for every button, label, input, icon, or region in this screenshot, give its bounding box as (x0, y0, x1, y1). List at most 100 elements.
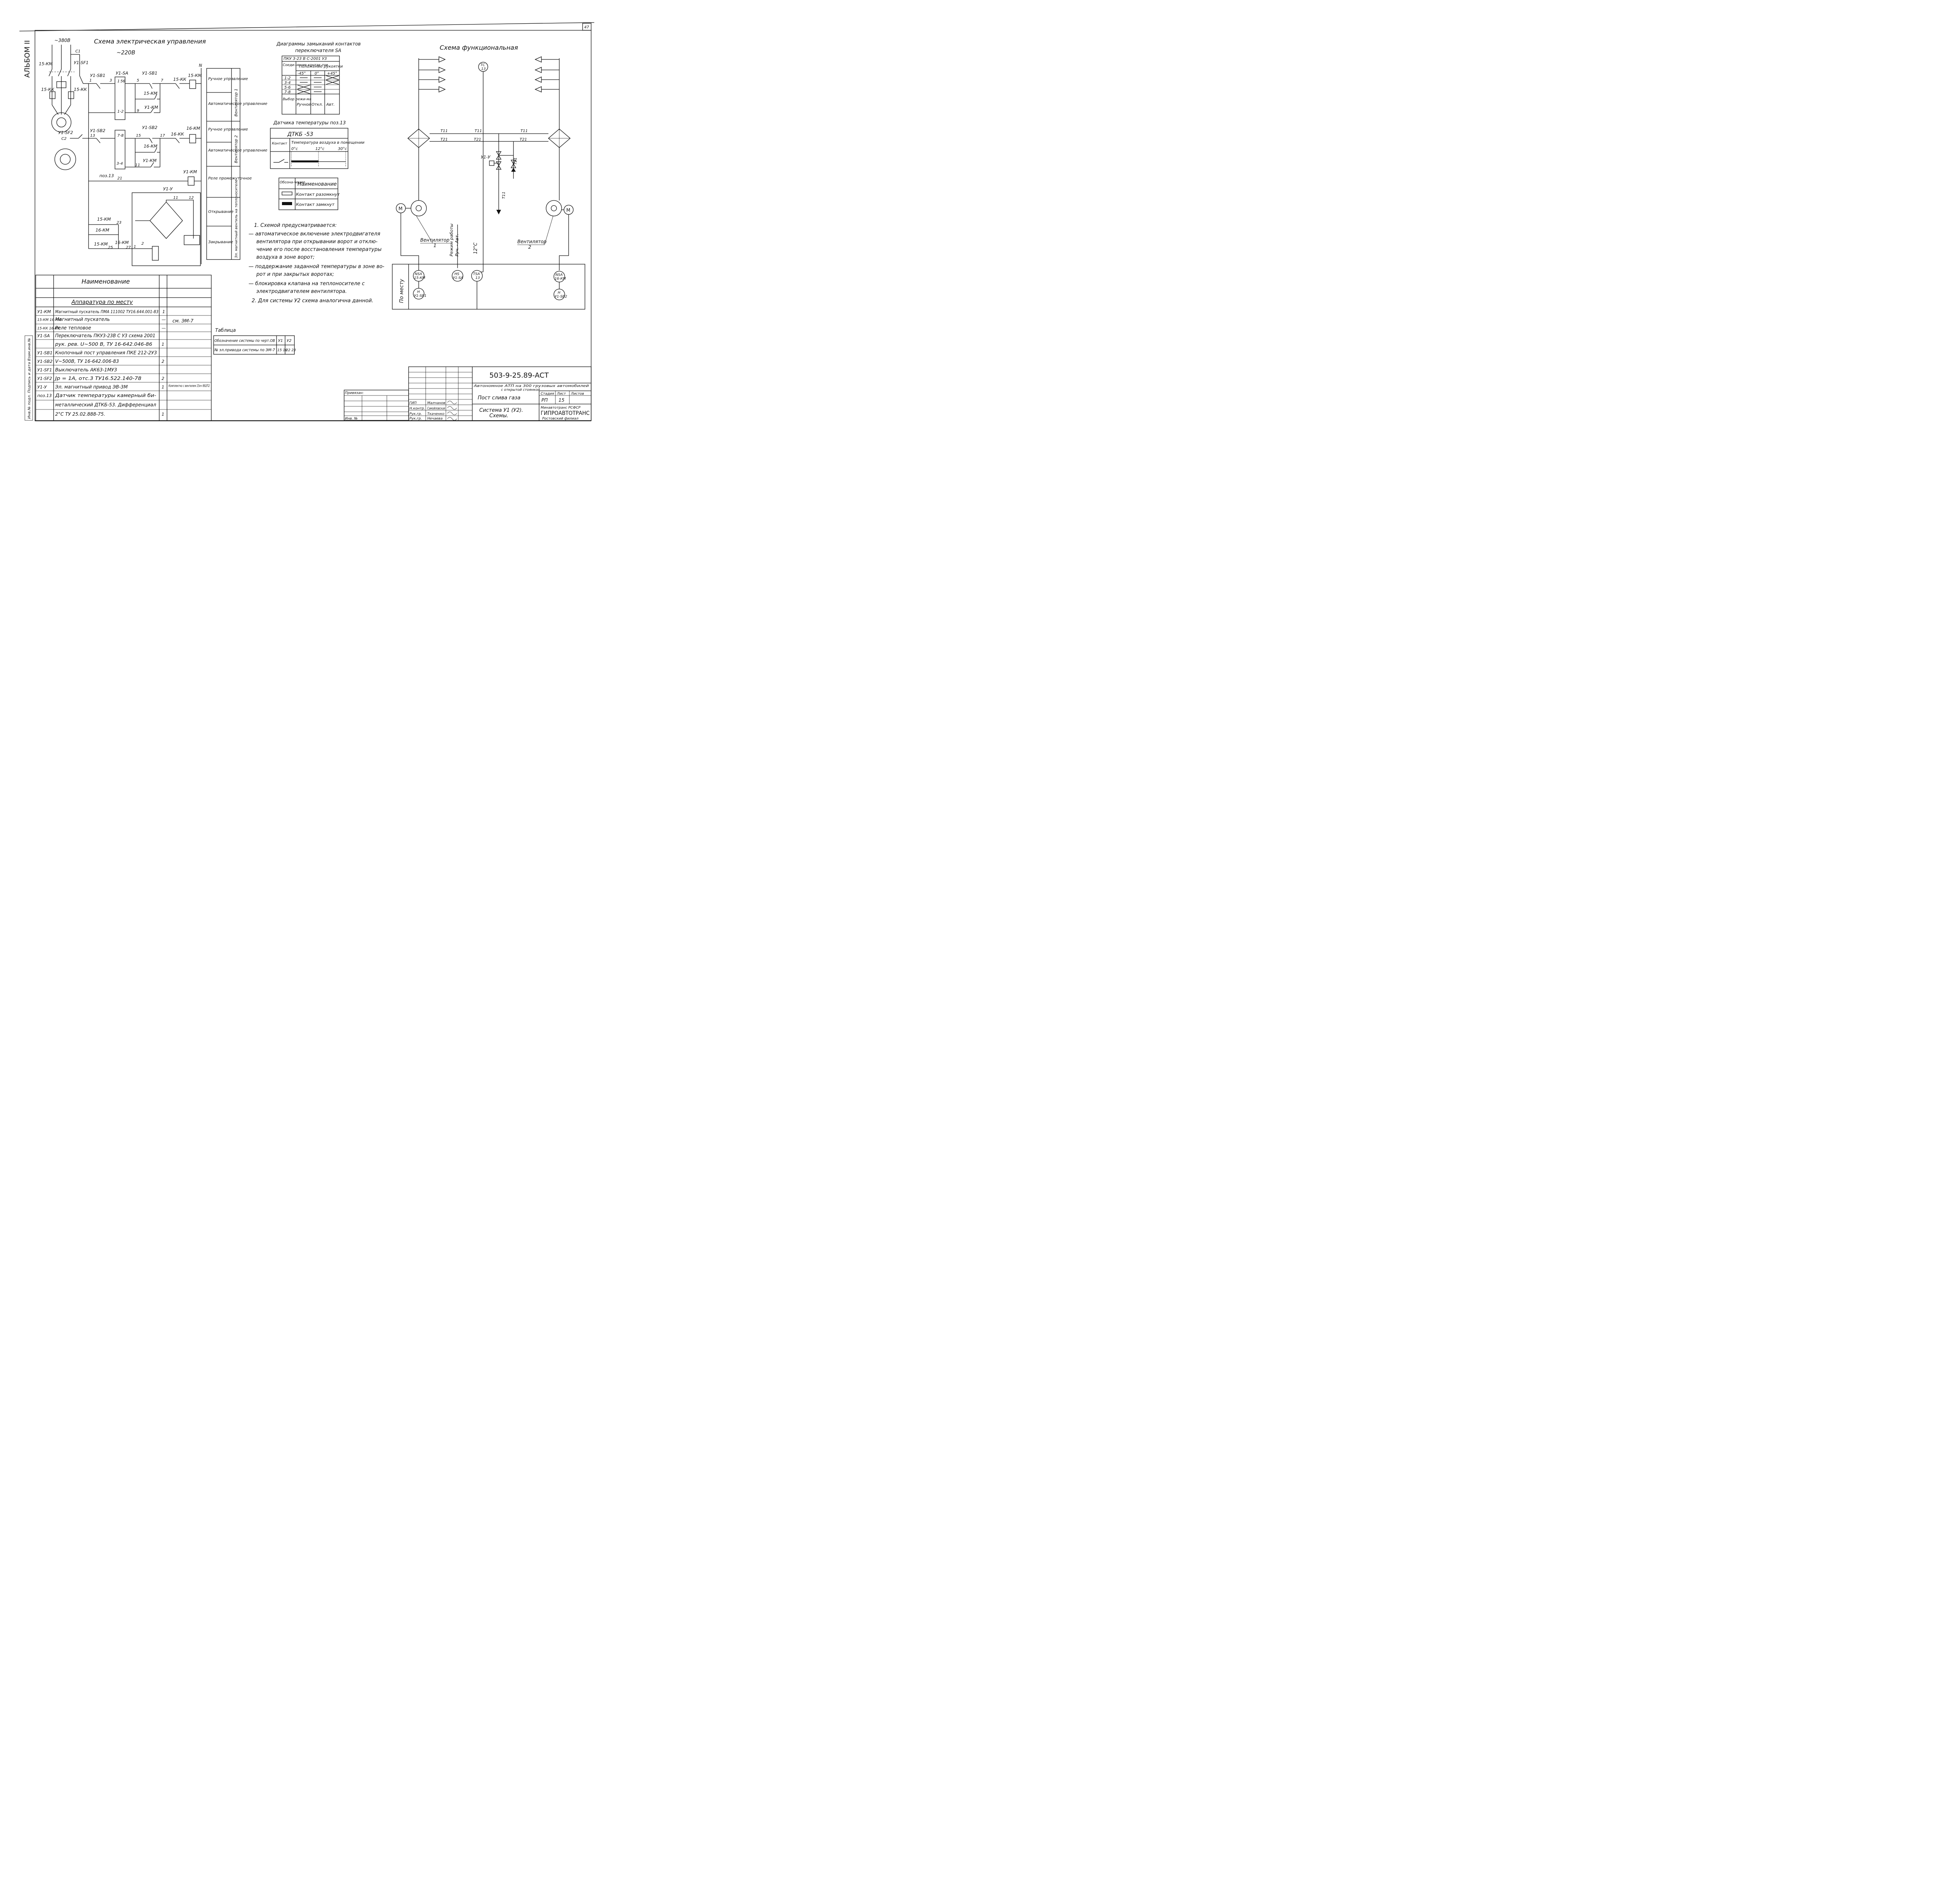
legend-open: Контакт разомкнут (296, 192, 340, 197)
label-sa-5: 5 (120, 79, 123, 84)
spec-row: У1-SB1 Кнопочный пост управления ПКЕ 212… (37, 350, 157, 355)
instrument-code: H (417, 290, 420, 294)
functional-title: Схема функциональная (440, 44, 518, 51)
label-poz13: поз.13 (99, 173, 114, 178)
spec-qty: 1 (162, 309, 165, 314)
wire-number: 25 (108, 246, 113, 250)
stamp-branch: Ростовский филиал (542, 417, 579, 421)
label-15kk-coil: 15-КК (173, 77, 187, 82)
spec-pos: У1-SF1 (37, 368, 52, 373)
label-16km-aux: 16-КМ (144, 144, 158, 149)
contact-row: 3-4 (284, 81, 291, 85)
spec-pos: У1-КМ (37, 309, 51, 314)
stamp-sheets-label: Листов (571, 392, 584, 396)
stamp-role: Рук.гр. (409, 417, 422, 421)
pipe-label: Т21 (474, 138, 481, 142)
instrument-tag: 13 (475, 276, 480, 280)
spec-name: Эл. магнитный привод ЭВ-3М (55, 384, 128, 390)
spec-name: рук. рев. U~500 В, ТУ 16-642.046-86 (55, 341, 152, 347)
spec-qty: 2 (162, 376, 164, 381)
wire-number: 13 (90, 134, 95, 138)
instrument-code: NSA (555, 273, 563, 277)
stamp-sheet-title-1: Система У1 (У2). (479, 408, 523, 413)
stamp-project-1: Автономное АТП на 300 грузовых автомобил… (473, 384, 589, 388)
left-strip: Инв.№ подл. Подпись и дата Взам.инв.№ (28, 338, 31, 419)
signature (447, 401, 457, 404)
spec-header: Наименование (82, 278, 130, 285)
fan1-label: Вентилятор (420, 237, 449, 243)
functional-scheme: Схема функциональная Т11 Т21 Т11 Т21 (392, 44, 585, 310)
small-table-v2: У2 (287, 339, 291, 343)
mode-label: Выбор режи-ма (283, 98, 311, 101)
switch-type: ПКУ 3-23 В С-2001 У3 (284, 57, 327, 61)
instrument-code: HS (454, 272, 459, 276)
note-line: вентилятора при открывании ворот и отклю… (256, 239, 378, 245)
stamp-privyazan: Привязан: (345, 391, 364, 395)
pipe-label: Т11 (502, 192, 506, 199)
stamp-sheet: 15 (559, 397, 564, 403)
spec-qty: — (162, 326, 166, 331)
note-line: — автоматическое включение электродвигат… (249, 231, 380, 237)
function-group-fan1: Вентилятор 1 (234, 89, 238, 117)
signature (447, 406, 457, 410)
instrument-code: TSA (473, 272, 480, 276)
function-group-fan2: Вентилятор 2 (234, 135, 238, 163)
valve-label: У1-У (481, 155, 491, 160)
spec-pos: 15-КК 16-КК (37, 327, 60, 331)
wire-number: 11 (173, 196, 178, 200)
stamp-ministry: Минавтотранс РСФСР (541, 406, 581, 410)
label-sf1: У1-SF1 (74, 60, 89, 65)
wire-number: 3 (110, 78, 112, 83)
spec-row: У1-SB2 V~500В, ТУ 16-642.006-83 2 (37, 359, 164, 364)
drawing-sheet: 47 АЛЬБОМ II Схема электрическая управле… (19, 22, 595, 422)
wire-number: 5 (137, 78, 139, 83)
instrument-h-sb1: H У1-SB1 (413, 288, 426, 300)
spec-table: Наименование Аппаратура по месту У1-КМ М… (24, 275, 212, 421)
instrument-nsa-16km: NSA 16-КМ (553, 271, 566, 282)
wire-number: 1 (89, 78, 92, 83)
sensor-tick: 30°с (338, 147, 347, 151)
function-row: Ручное управление (208, 77, 248, 81)
motor-1: М (398, 206, 402, 211)
spec-name: Датчик температуры камерный би- (55, 393, 156, 398)
function-group-valve: Эл. магнитный вентиль на теплоносителе (235, 179, 238, 258)
label-15km-coil: 15-КМ (188, 73, 202, 78)
spec-name: Выключатель АК63-1МУ3 (55, 367, 117, 373)
function-row: Открывание (208, 210, 233, 214)
spec-row: поз.13 Датчик температуры камерный би- (37, 393, 156, 398)
stamp-inv: Инв. № (345, 417, 358, 421)
notes: 1. Схемой предусматривается: — автоматич… (249, 223, 385, 304)
local-label: По месту (399, 279, 405, 303)
note-line: воздуха в зоне ворот; (256, 254, 315, 260)
label-sb2-b: У1-SB2 (142, 125, 157, 130)
sensor-col-contact: Контакт (272, 142, 287, 146)
label-y1km-aux: У1-КМ (144, 105, 158, 110)
small-table-v1: 15 16 (277, 348, 287, 352)
label-sa-78: 7-8 (117, 134, 124, 138)
stamp-role: ГИП (409, 401, 417, 405)
instrument-tag: 15-КМ (414, 276, 425, 280)
spec-pos: У1-SA (37, 333, 50, 338)
label-c2: С2 (61, 137, 66, 141)
spec-pos: У1-SB2 (37, 359, 52, 364)
stamp-role: Рук.гр. (409, 412, 422, 416)
mode-off: Откл. (311, 103, 323, 107)
stamp-role: Н.контр. (409, 407, 425, 411)
legend-closed: Контакт замкнут (296, 202, 335, 207)
position-0: 0° (315, 71, 319, 76)
motor-2: М (566, 207, 570, 213)
function-row: Закрывание (208, 240, 233, 244)
spec-row: 15-КМ 16-КМ Магнитный пускатель — см. ЭМ… (37, 317, 193, 324)
stamp-org: ГИПРОАВТОТРАНС (541, 410, 590, 416)
note-line: 1. Схемой предусматривается: (254, 223, 337, 228)
position-minus45: -45° (298, 71, 306, 76)
label-y1km-coil: У1-КМ (183, 169, 197, 174)
label-16kk-coil: 16-КК (171, 132, 184, 137)
instrument-tsa-13: TSA 13 (471, 270, 483, 282)
spec-row: 15-КК 16-КК Реле тепловое — (37, 325, 166, 331)
wire-number: 11 (135, 163, 140, 167)
label-sa-12: 1-2 (117, 110, 124, 114)
position-plus45: +45° (327, 71, 337, 76)
spec-row: 2°С ТУ 25.02.888-75. 1 (55, 411, 164, 417)
spec-row: рук. рев. U~500 В, ТУ 16-642.046-86 1 (55, 341, 164, 347)
